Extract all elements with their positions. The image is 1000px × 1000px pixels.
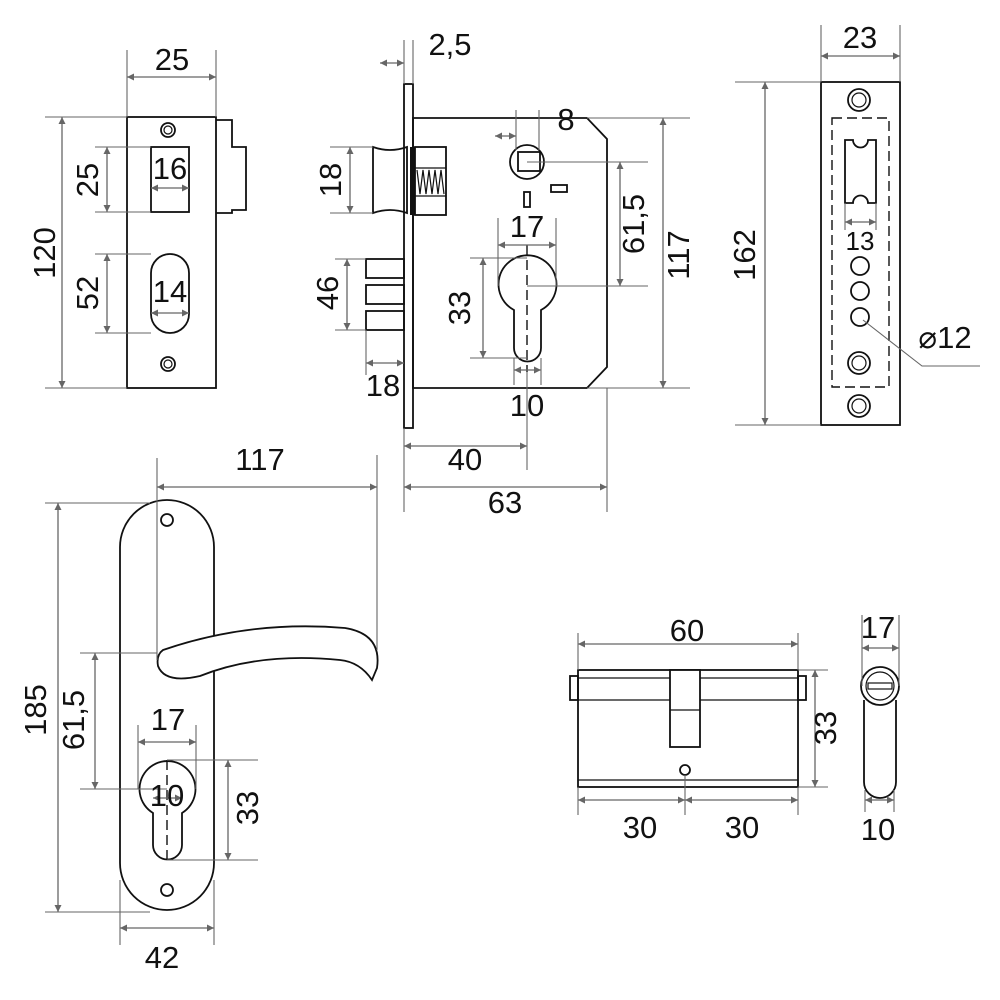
cylinder-half-b-label: 30 [725,810,759,845]
handle-slot-width-dimension: 10 [150,778,184,813]
backset-dimension: 40 [404,442,527,477]
keeper-hole-diameter-label: ⌀12 [918,320,971,355]
handle-plate-width-label: 42 [145,940,179,975]
strike-oval-height-dimension: 52 [70,254,111,333]
faceplate-thickness-dimension: 2,5 [380,27,472,67]
strike-slot-width-label: 16 [153,151,187,186]
lever-handle [45,455,379,945]
body-cylinder-height-label: 33 [442,291,477,325]
cam [669,669,701,748]
handle-cylinder-width-label: 17 [151,702,185,737]
handle-cylinder-height-dimension: 33 [224,760,265,860]
keeper-opening-dimension: 13 [845,218,876,256]
body-slot-width-dimension: 10 [510,366,544,423]
keeper-width-label: 23 [843,20,877,55]
cylinder-height-dimension: 33 [808,670,843,787]
handle-slot-width-label: 10 [150,778,184,813]
faceplate-thickness-label: 2,5 [428,27,471,62]
bolt-height-dimension: 46 [310,259,351,330]
spindle-size-dimension: 8 [495,102,575,140]
strike-slot-width-dimension: 16 [151,151,189,192]
body-depth-label: 63 [488,485,522,520]
cylinder-half-b-dimension: 30 [685,796,798,845]
keeper-plate [735,25,980,426]
keeper-width-dimension: 23 [821,20,900,60]
bolt-slot [150,253,190,334]
cylinder-side-slot-label: 10 [861,812,895,847]
strike-slot-height-label: 25 [70,163,105,197]
bolt-height-label: 46 [310,276,345,310]
cylinder-half-a-label: 30 [623,810,657,845]
lever [156,625,379,682]
strike-height-label: 120 [27,227,62,279]
strike-oval-width-dimension: 14 [151,274,189,317]
spring-box [414,146,447,216]
handle-cylinder-width-dimension: 17 [138,702,196,746]
keeper-hole-diameter-dimension: ⌀12 [918,320,971,355]
bolt-throw-label: 18 [366,368,400,403]
cylinder-length-label: 60 [670,613,704,648]
cylinder-side-slot-dimension: 10 [861,796,895,847]
latch-height-dimension: 18 [313,147,354,213]
body-cylinder-width-label: 17 [510,209,544,244]
cylinder-side-width-label: 17 [861,610,895,645]
strike-slot-height-dimension: 25 [70,147,111,212]
handle-plate-height-label: 185 [18,684,53,736]
body-cylinder-height-dimension: 33 [442,258,487,358]
cylinder-side-width-dimension: 17 [861,610,899,652]
body-cylinder-width-dimension: 17 [498,209,556,249]
body-height-label: 117 [661,230,696,279]
cylinder-half-a-dimension: 30 [578,796,685,845]
lever-length-dimension: 117 [157,442,377,491]
bolt-throw-dimension: 18 [366,359,404,403]
deadbolt [365,284,405,305]
strike-width-dimension: 25 [127,42,216,81]
strike-height-dimension: 120 [27,117,66,388]
euro-cylinder [569,615,900,815]
spindle-size-label: 8 [557,102,574,137]
backset-label: 40 [448,442,482,477]
body-center-distance-dimension: 61,5 [616,162,651,286]
screw-hole [160,122,176,138]
strike-oval-width-label: 14 [153,274,187,309]
handle-cylinder-height-label: 33 [230,791,265,825]
faceplate [403,83,414,429]
body-slot-width-label: 10 [510,388,544,423]
strike-width-label: 25 [155,42,189,77]
screw-hole [160,356,176,372]
deadbolt [365,258,405,279]
body-center-distance-label: 61,5 [616,194,651,254]
latch-height-label: 18 [313,163,348,197]
lock-body [330,40,690,512]
handle-center-distance-label: 61,5 [56,690,91,750]
body-height-dimension: 117 [659,118,696,388]
latch-bolt [372,145,408,215]
strike-oval-height-label: 52 [70,276,105,310]
keeper-opening-label: 13 [846,226,875,256]
handle-plate-height-dimension: 185 [18,503,62,912]
hole-12 [850,307,870,327]
strike-plate [45,50,247,389]
latch-slot [150,146,190,213]
deadbolt [365,310,405,331]
cylinder-length-dimension: 60 [578,613,798,648]
handle-center-distance-dimension: 61,5 [56,653,99,789]
body-depth-dimension: 63 [404,483,607,520]
keeper-height-label: 162 [727,229,762,281]
keeper-height-dimension: 162 [727,82,769,425]
lever-length-label: 117 [235,442,284,477]
handle-plate-width-dimension: 42 [120,924,214,975]
cylinder-height-label: 33 [808,711,843,745]
